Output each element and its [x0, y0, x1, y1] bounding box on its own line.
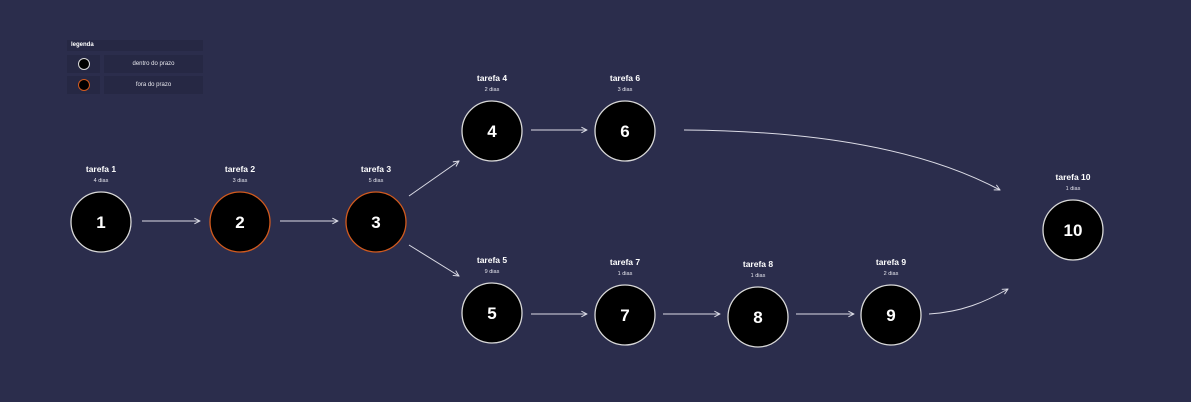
task-node-5[interactable]: tarefa 5 9 dias 5: [461, 255, 523, 344]
task-number: 9: [886, 306, 895, 325]
task-number: 1: [96, 213, 105, 232]
task-node-1[interactable]: tarefa 1 4 dias 1: [70, 164, 132, 253]
task-number: 6: [620, 122, 629, 141]
task-circle[interactable]: [461, 100, 523, 162]
task-title: tarefa 10: [1056, 172, 1091, 182]
task-circle[interactable]: [1042, 199, 1104, 261]
task-duration: 1 dias: [618, 271, 633, 277]
task-number: 10: [1064, 221, 1083, 240]
task-title: tarefa 3: [361, 164, 392, 174]
task-number: 7: [620, 306, 629, 325]
task-node-2[interactable]: tarefa 2 3 dias 2: [209, 164, 271, 253]
task-circle[interactable]: [727, 286, 789, 348]
task-node-8[interactable]: tarefa 8 1 dias 8: [727, 259, 789, 348]
legend-swatch-cell: [67, 76, 100, 94]
task-node-9[interactable]: tarefa 9 2 dias 9: [860, 257, 922, 346]
task-title: tarefa 9: [876, 257, 907, 267]
arrow-3-to-4: [408, 161, 459, 197]
task-circle[interactable]: [594, 100, 656, 162]
task-duration: 1 dias: [751, 273, 766, 279]
task-circle[interactable]: [345, 191, 407, 253]
arrow-6-to-10: [683, 129, 1000, 190]
task-title: tarefa 5: [477, 255, 508, 265]
task-duration: 5 dias: [369, 178, 384, 184]
task-title: tarefa 2: [225, 164, 256, 174]
late-swatch-icon: [77, 79, 90, 91]
task-circle[interactable]: [860, 284, 922, 346]
task-circle[interactable]: [594, 284, 656, 346]
task-node-3[interactable]: tarefa 3 5 dias 3: [345, 164, 407, 253]
task-duration: 1 dias: [1066, 186, 1081, 192]
task-title: tarefa 8: [743, 259, 774, 269]
task-number: 8: [753, 308, 762, 327]
task-title: tarefa 6: [610, 73, 641, 83]
on-time-swatch-icon: [77, 58, 90, 70]
task-duration: 2 dias: [884, 271, 899, 277]
legend-label-on-time: dentro do prazo: [104, 55, 203, 73]
task-node-6[interactable]: tarefa 6 3 dias 6: [594, 73, 656, 162]
legend-item-late: fora do prazo: [67, 76, 203, 94]
legend-title: legenda: [67, 40, 203, 51]
task-node-10[interactable]: tarefa 10 1 dias 10: [1042, 172, 1104, 261]
arrow-3-to-5: [408, 244, 459, 276]
task-title: tarefa 4: [477, 73, 508, 83]
task-title: tarefa 7: [610, 257, 641, 267]
arrow-9-to-10: [928, 289, 1008, 315]
task-duration: 3 dias: [233, 178, 248, 184]
task-duration: 3 dias: [618, 87, 633, 93]
legend: legenda dentro do prazo fora do prazo: [67, 40, 203, 97]
task-circle[interactable]: [70, 191, 132, 253]
task-number: 5: [487, 304, 496, 323]
task-duration: 2 dias: [485, 87, 500, 93]
task-circle[interactable]: [209, 191, 271, 253]
legend-swatch-cell: [67, 55, 100, 73]
task-duration: 9 dias: [485, 269, 500, 275]
task-number: 2: [235, 213, 244, 232]
task-node-4[interactable]: tarefa 4 2 dias 4: [461, 73, 523, 162]
legend-item-on-time: dentro do prazo: [67, 55, 203, 73]
task-circle[interactable]: [461, 282, 523, 344]
task-title: tarefa 1: [86, 164, 117, 174]
task-node-7[interactable]: tarefa 7 1 dias 7: [594, 257, 656, 346]
legend-label-late: fora do prazo: [104, 76, 203, 94]
task-duration: 4 dias: [94, 178, 109, 184]
task-number: 3: [371, 213, 380, 232]
task-number: 4: [487, 122, 497, 141]
